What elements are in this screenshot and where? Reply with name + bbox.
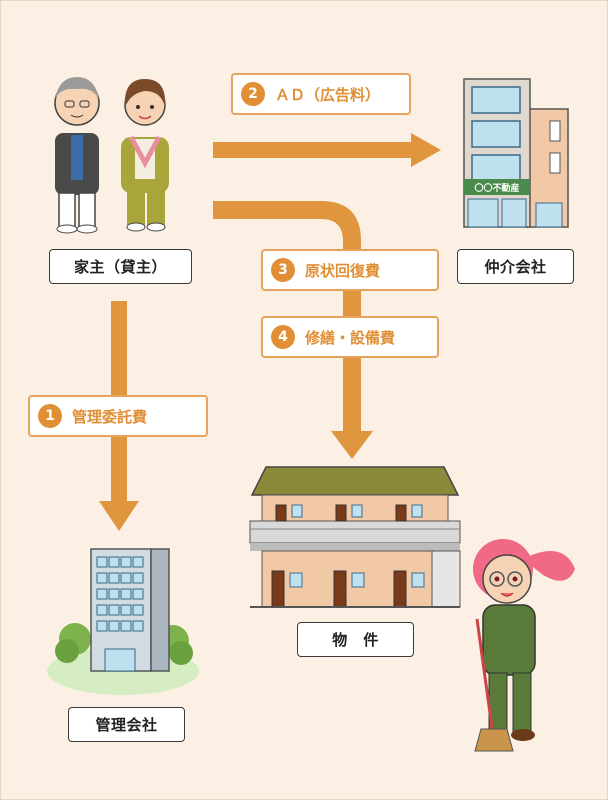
cost-number-1: 1 xyxy=(38,404,62,428)
cost-label-restoration: 原状回復費 xyxy=(305,261,381,280)
cost-tag-restoration: 3 原状回復費 xyxy=(261,249,439,291)
cost-label-management-fee: 管理委託費 xyxy=(72,407,148,426)
property-apartment-illustration xyxy=(249,466,461,608)
cost-tag-ad: 2 ＡＤ（広告料） xyxy=(231,73,411,115)
cost-label-repair: 修繕・設備費 xyxy=(305,328,396,347)
arrow-to-property xyxy=(213,201,373,459)
cost-label-ad: ＡＤ（広告料） xyxy=(275,85,381,104)
cost-number-4: 4 xyxy=(271,325,295,349)
cost-tag-repair: 4 修繕・設備費 xyxy=(261,316,439,358)
node-property: 物 件 xyxy=(297,622,414,657)
node-agency: 仲介会社 xyxy=(457,249,574,284)
cost-number-2: 2 xyxy=(241,82,265,106)
management-building-illustration xyxy=(47,548,199,695)
staff-girl-illustration xyxy=(473,539,575,752)
cost-tag-management-fee: 1 管理委託費 xyxy=(28,395,208,437)
agency-sign-text: 〇〇不動産 xyxy=(474,182,519,194)
arrow-to-agency xyxy=(213,133,441,167)
node-landlord: 家主（貸主） xyxy=(49,249,192,284)
agency-building-illustration: 〇〇不動産 xyxy=(463,78,569,228)
landlord-couple-illustration xyxy=(54,77,169,234)
cost-number-3: 3 xyxy=(271,258,295,282)
node-management: 管理会社 xyxy=(68,707,185,742)
